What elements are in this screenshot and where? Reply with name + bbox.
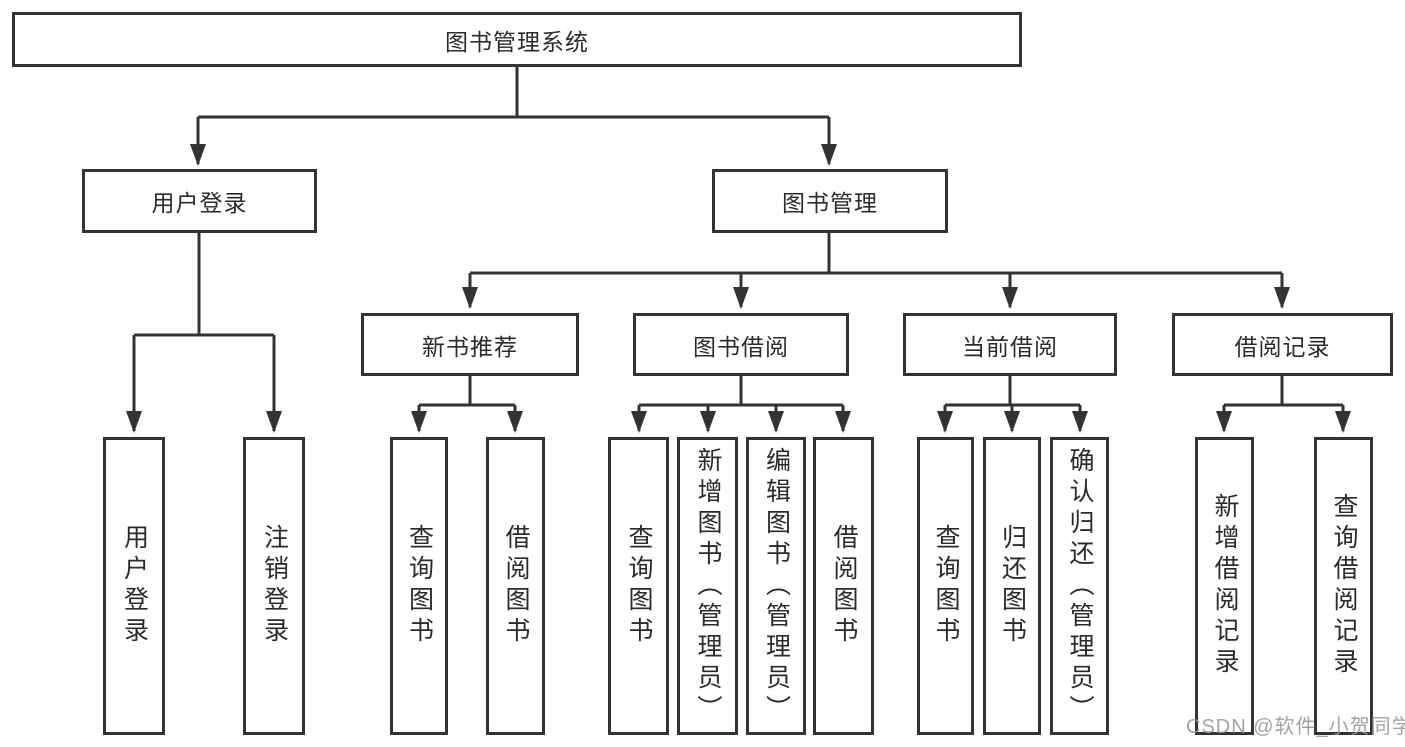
leaf-edit-book-admin: 编辑图书（管理员） [746,437,806,735]
leaf-query-books-recommend: 查询图书 [390,437,448,735]
node-user-login: 用户登录 [82,169,317,233]
connector-new-book-split [411,376,523,433]
node-new-book-recommend: 新书推荐 [361,313,579,376]
leaf-query-borrow-record: 查询借阅记录 [1314,437,1373,735]
connector-book-borrow-split [631,376,851,433]
csdn-watermark: CSDN @软件_小贺同学 [1186,716,1405,738]
leaf-borrow-books: 借阅图书 [813,437,874,735]
node-book-borrow: 图书借阅 [633,313,849,376]
leaf-add-book-admin: 新增图书（管理员） [677,437,738,735]
leaf-confirm-return-admin: 确认归还（管理员） [1050,437,1109,735]
leaf-query-books-borrow: 查询图书 [608,437,669,735]
leaf-logout: 注销登录 [243,437,305,735]
leaf-add-borrow-record: 新增借阅记录 [1195,437,1254,735]
node-current-borrow: 当前借阅 [903,313,1117,376]
connector-user-login-split [126,232,282,433]
node-book-management: 图书管理 [712,169,948,233]
leaf-user-login: 用户登录 [103,437,165,735]
connector-root-split [190,67,837,166]
node-root: 图书管理系统 [12,12,1022,67]
leaf-borrow-books-recommend: 借阅图书 [486,437,545,735]
connector-borrow-records-split [1216,376,1351,433]
connector-current-borrow-split [937,376,1088,433]
connector-book-management-split [462,232,1290,309]
node-borrow-records: 借阅记录 [1172,313,1393,376]
leaf-query-books-current: 查询图书 [917,437,974,735]
leaf-return-book: 归还图书 [983,437,1041,735]
